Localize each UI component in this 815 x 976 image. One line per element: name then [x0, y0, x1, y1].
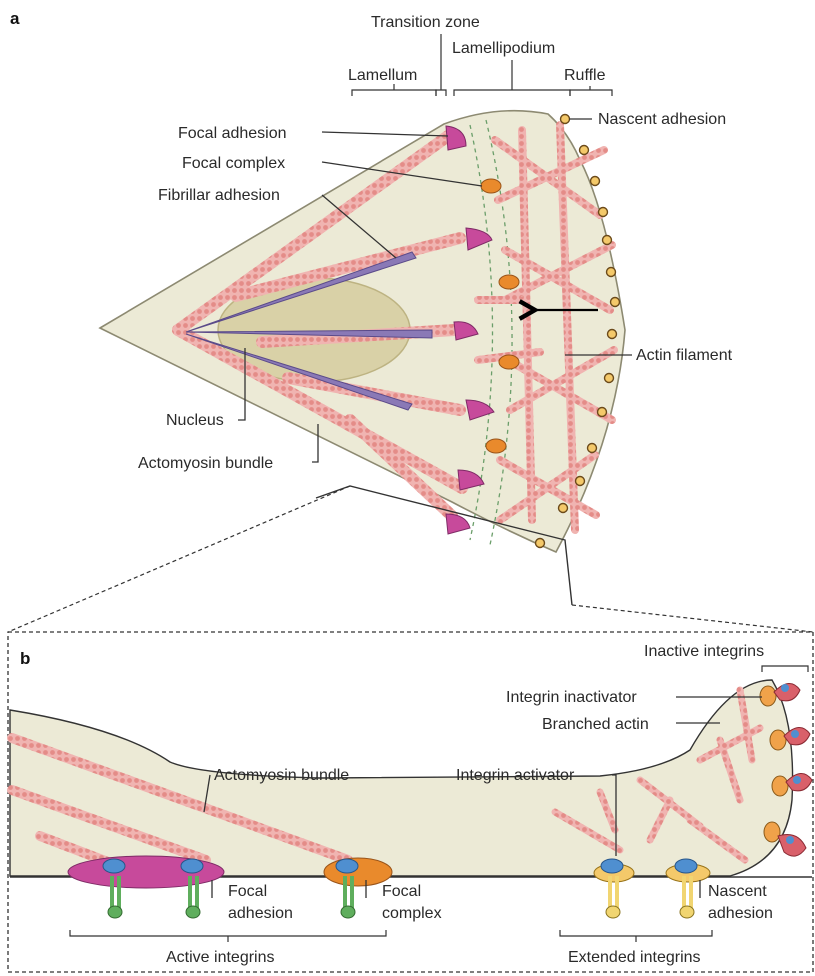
zoom-dashed-left	[8, 486, 350, 632]
active-integrins-bracket	[70, 930, 386, 942]
nascent-adhesion	[536, 539, 545, 548]
focal-complex	[499, 355, 519, 369]
nascent-adhesion	[576, 477, 585, 486]
transition-zone-label: Transition zone	[371, 14, 480, 31]
transition-zone-bracket	[436, 34, 446, 96]
focal-adhesion-b-label-2: adhesion	[228, 905, 293, 922]
active-integrin	[181, 859, 203, 918]
active-integrins-label: Active integrins	[166, 949, 275, 966]
focal-complex	[499, 275, 519, 289]
focal-adhesion	[446, 514, 470, 534]
focal-complex-plaque	[324, 858, 392, 886]
lamellipodium-label: Lamellipodium	[452, 40, 555, 57]
focal-complex	[486, 439, 506, 453]
nascent-adhesion	[598, 408, 607, 417]
lamellipodium-bracket	[454, 60, 570, 96]
focal-complex	[481, 179, 501, 193]
active-integrin	[336, 859, 358, 918]
extended-integrins-label: Extended integrins	[568, 949, 701, 966]
branched-actin-label: Branched actin	[542, 716, 649, 733]
panel-a: a Transition zone Lamellipodium Lamellum…	[8, 9, 813, 632]
nascent-adhesion	[591, 177, 600, 186]
nascent-adhesion	[588, 444, 597, 453]
nucleus-label: Nucleus	[166, 412, 224, 429]
nascent-adhesion-b-label-1: Nascent	[708, 883, 767, 900]
focal-complex-label: Focal complex	[182, 155, 285, 172]
nascent-adhesion-label: Nascent adhesion	[598, 111, 726, 128]
panel-b-label: b	[20, 649, 30, 668]
integrin-activator-label: Integrin activator	[456, 767, 575, 784]
ruffle-label: Ruffle	[564, 67, 606, 84]
nascent-adhesion	[608, 330, 617, 339]
extended-integrin	[601, 859, 623, 918]
lamellum-bracket	[352, 84, 436, 96]
actomyosin-bundle-b-label: Actomyosin bundle	[214, 767, 349, 784]
active-integrin	[103, 859, 125, 918]
panel-b: b	[8, 632, 813, 972]
nascent-adhesion	[603, 236, 612, 245]
zoom-dashed-right	[572, 605, 813, 632]
extended-integrins-bracket	[560, 930, 712, 942]
nascent-adhesion	[607, 268, 616, 277]
nascent-adhesion	[611, 298, 620, 307]
focal-complex-b-label-1: Focal	[382, 883, 421, 900]
panel-a-label: a	[10, 9, 20, 28]
fibrillar-adhesion-label: Fibrillar adhesion	[158, 187, 280, 204]
focal-complex-b-label-2: complex	[382, 905, 442, 922]
focal-adhesion-b-label-1: Focal	[228, 883, 267, 900]
nascent-adhesion	[580, 146, 589, 155]
focal-adhesion-plaque	[68, 856, 224, 888]
nascent-adhesion	[559, 504, 568, 513]
inactive-integrins-bracket	[762, 666, 808, 672]
nascent-adhesion	[599, 208, 608, 217]
extended-integrin	[675, 859, 697, 918]
lamellum-label: Lamellum	[348, 67, 417, 84]
focal-adhesion-label: Focal adhesion	[178, 125, 287, 142]
ruffle-bracket	[570, 86, 612, 96]
inactive-integrins-label: Inactive integrins	[644, 643, 764, 660]
nascent-adhesion	[561, 115, 570, 124]
nascent-adhesion-b-label-2: adhesion	[708, 905, 773, 922]
actin-filament-label: Actin filament	[636, 347, 733, 364]
actomyosin-bundle-label: Actomyosin bundle	[138, 455, 273, 472]
integrin-inactivator-label: Integrin inactivator	[506, 689, 637, 706]
nascent-adhesion	[605, 374, 614, 383]
